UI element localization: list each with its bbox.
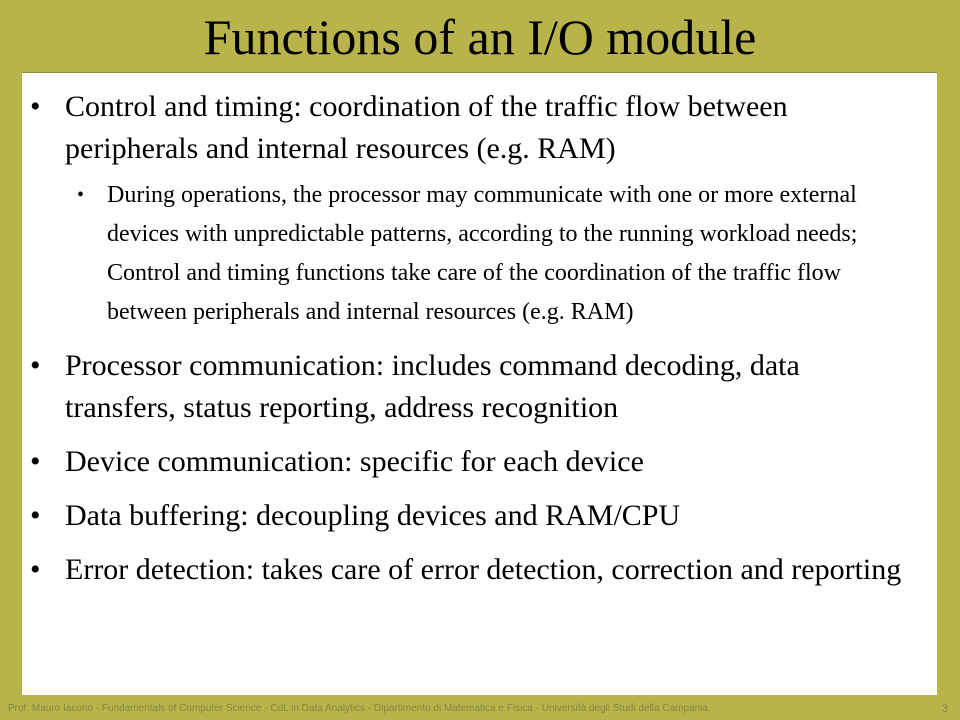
slide-title: Functions of an I/O module: [203, 9, 757, 65]
bullet-text: Error detection: takes care of error det…: [65, 553, 902, 586]
bullet-item: • Control and timing: coordination of th…: [22, 86, 937, 332]
sub-bullet-item: • During operations, the processor may c…: [65, 176, 917, 332]
bullet-text: Data buffering: decoupling devices and R…: [65, 499, 681, 532]
bullet-marker: •: [30, 553, 41, 586]
sub-bullet-list: • During operations, the processor may c…: [65, 176, 917, 332]
bullet-marker: •: [30, 445, 41, 478]
sub-bullet-marker: •: [77, 184, 85, 206]
sub-bullet-text: During operations, the processor may com…: [107, 182, 858, 325]
bullet-marker: •: [30, 499, 41, 532]
page-number: 3: [941, 703, 948, 715]
bullet-marker: •: [30, 349, 41, 382]
content-panel: • Control and timing: coordination of th…: [22, 72, 937, 695]
bullet-item: • Error detection: takes care of error d…: [22, 549, 937, 591]
bullet-marker: •: [30, 90, 41, 123]
footer-credits: Prof. Mauro Iacono - Fundamentals of Com…: [8, 703, 708, 714]
bullet-text: Control and timing: coordination of the …: [65, 90, 788, 165]
slide-footer: Prof. Mauro Iacono - Fundamentals of Com…: [0, 699, 960, 719]
bullet-item: • Data buffering: decoupling devices and…: [22, 495, 937, 537]
bullet-text: Processor communication: includes comman…: [65, 349, 800, 424]
bullet-item: • Processor communication: includes comm…: [22, 345, 937, 429]
bullet-list: • Control and timing: coordination of th…: [22, 86, 937, 591]
bullet-text: Device communication: specific for each …: [65, 445, 644, 478]
bullet-item: • Device communication: specific for eac…: [22, 441, 937, 483]
